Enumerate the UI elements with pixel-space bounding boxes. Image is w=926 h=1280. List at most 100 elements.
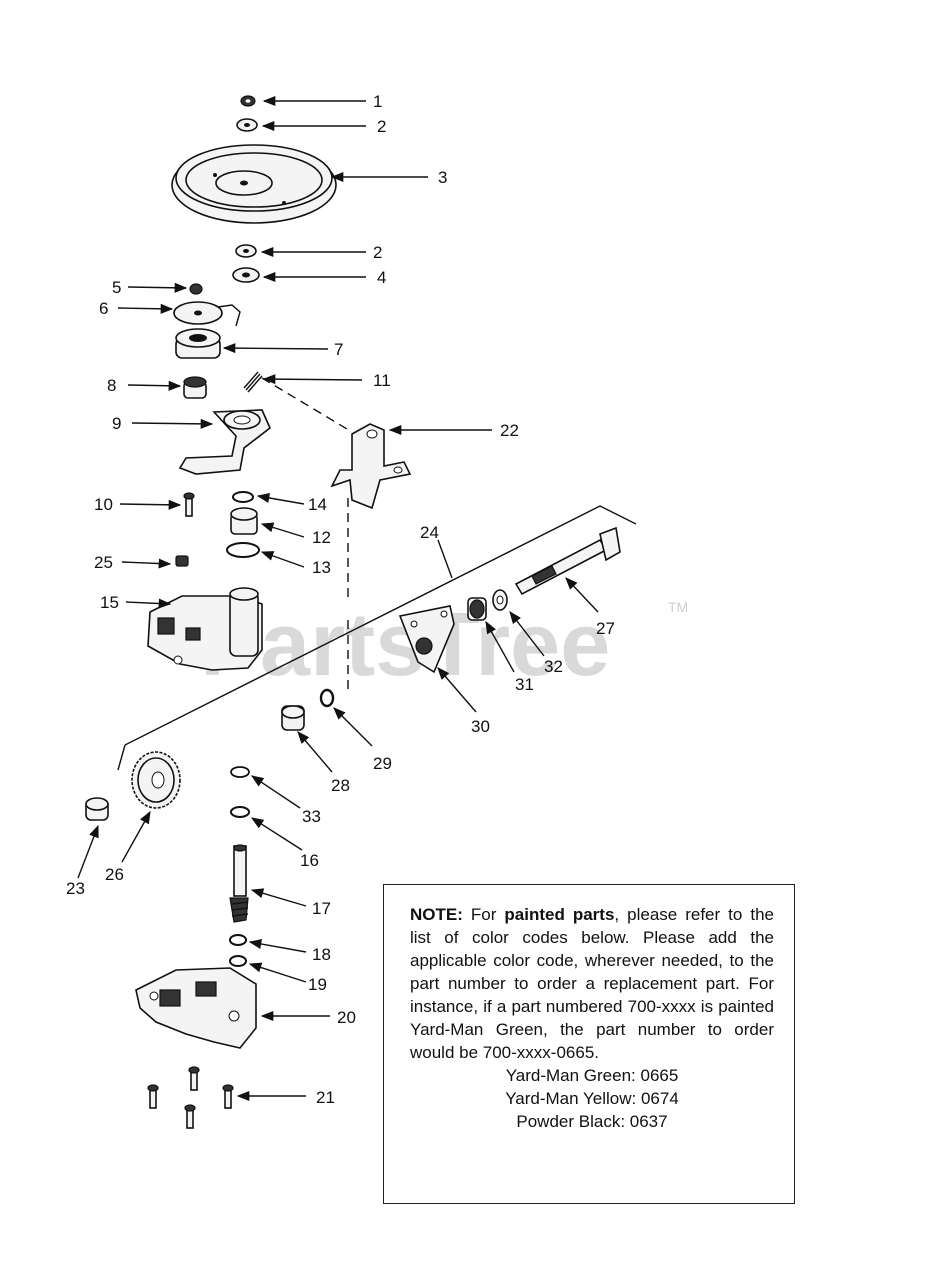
leader-29 [333,707,373,747]
leader-7 [222,343,329,354]
callout-32: 32 [544,657,563,676]
leader-6 [117,303,174,314]
shaft-axis-line [124,505,637,746]
painted-parts-note-box: NOTE: For painted parts, please refer to… [383,884,795,1204]
leader-9 [131,418,214,429]
callout-20: 20 [337,1008,356,1027]
watermark: PartsTree [200,595,610,695]
color-code-black: Powder Black: 0637 [516,1112,668,1131]
callout-33: 33 [302,807,321,826]
leader-23 [77,824,99,879]
part-14-o-ring [232,491,254,503]
part-21-screws [147,1066,234,1129]
leader-10 [119,499,182,510]
part-12-bushing [230,507,258,535]
leader-14 [256,492,305,505]
part-8-bushing [183,376,207,399]
leader-15 [125,598,172,609]
callout-11: 11 [373,371,391,390]
callout-17: 17 [312,899,331,918]
callout-27: 27 [596,619,615,638]
callout-18: 18 [312,945,331,964]
part-26-gear [131,751,181,809]
part-28-bushing [281,705,305,731]
callout-10: 10 [94,495,113,514]
leader-25 [121,558,172,569]
part-30-plate [398,605,455,674]
callout-7: 7 [334,340,343,359]
callout-25: 25 [94,553,113,572]
part-10-bolt [183,492,195,517]
callout-4: 4 [377,268,386,287]
callout-24: 24 [420,523,439,542]
axis-end-line [117,744,126,771]
part-1-nut [240,95,256,107]
part-29-ring [319,688,335,708]
part-17-worm-shaft [229,844,249,923]
callout-8: 8 [107,376,116,395]
part-31-bushing [467,597,487,621]
part-2-washer-top [236,118,258,132]
leader-arrows [77,95,599,1102]
part-25-plug [175,555,189,567]
note-text-1: For [462,905,505,924]
part-4-washer [232,267,260,283]
leader-16 [250,817,303,851]
part-2-washer-lower [235,244,257,258]
part-32-washer [492,589,508,611]
callout-21: 21 [316,1088,335,1107]
color-code-yellow: Yard-Man Yellow: 0674 [505,1089,679,1108]
callout-26: 26 [105,865,124,884]
dashed-guide-11 [261,377,353,433]
leader-12 [260,522,305,538]
callout-12: 12 [312,528,331,547]
part-6-idler-bracket [173,301,241,327]
leader-26 [121,810,151,863]
note-paragraph: NOTE: For painted parts, please refer to… [410,903,774,1064]
part-15-transmission-housing [147,587,263,671]
part-22-bracket [330,423,412,510]
callout-14: 14 [308,495,327,514]
leader-24 [437,539,453,579]
leader-19 [248,962,307,983]
callout-22: 22 [500,421,519,440]
callout-13: 13 [312,558,331,577]
watermark-trademark: TM [668,599,688,615]
callout-23: 23 [66,879,85,898]
callout-9: 9 [112,414,121,433]
callout-30: 30 [471,717,490,736]
callout-19: 19 [308,975,327,994]
leader-5 [127,282,188,293]
callout-29: 29 [373,754,392,773]
callout-1: 1 [373,92,382,111]
part-33-washer [230,766,250,778]
leader-13 [260,551,305,568]
callout-2-top: 2 [377,117,386,136]
part-19-washer [229,955,247,967]
note-label: NOTE: [410,905,463,924]
leader-33 [250,775,301,809]
leader-18 [248,939,307,953]
leader-27 [565,577,599,613]
part-7-bearing [175,328,221,359]
part-23-bushing [85,797,109,821]
callout-numbers: 1 2 3 2 4 5 6 7 11 8 9 22 10 14 12 13 24… [66,92,615,1107]
leader-28 [297,731,333,773]
part-11-spring [243,371,263,393]
part-9-shift-arm [178,409,271,475]
callout-16: 16 [300,851,319,870]
part-18-washer [229,934,247,946]
part-5-nut [189,283,203,295]
part-3-pulley [171,144,337,224]
callout-5: 5 [112,278,121,297]
note-text-2: , please refer to the list of color code… [410,905,774,1062]
callout-28: 28 [331,776,350,795]
leader-30 [437,667,477,713]
leader-17 [250,888,307,907]
leader-32 [509,611,545,657]
callout-2-lower: 2 [373,243,382,262]
callout-3: 3 [438,168,447,187]
color-code-green: Yard-Man Green: 0665 [505,1066,679,1085]
leader-8 [127,380,182,391]
